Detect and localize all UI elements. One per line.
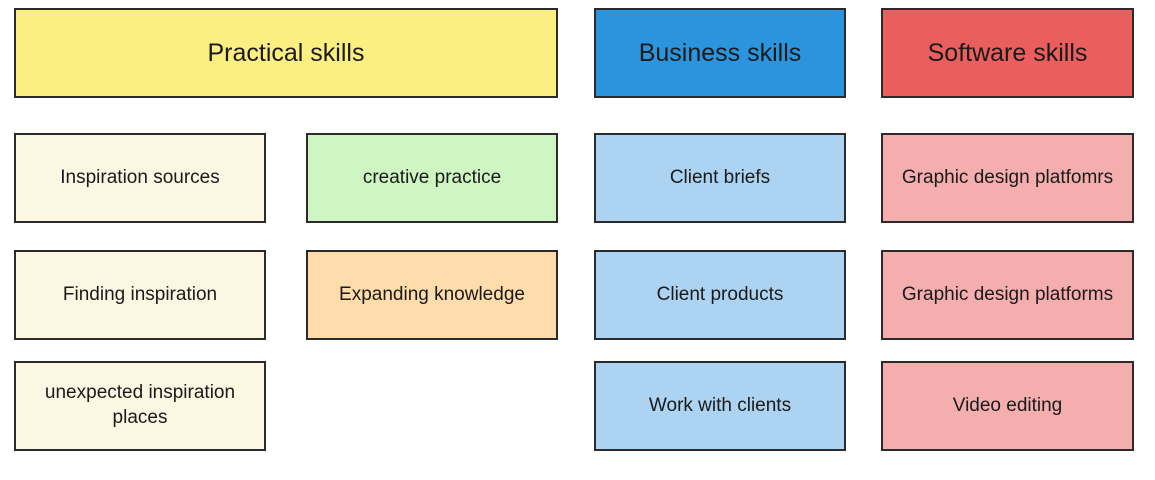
software-skills-header-label: Software skills bbox=[927, 38, 1088, 67]
card-client-briefs[interactable]: Client briefs bbox=[594, 133, 846, 223]
card-unexpected-inspiration-places[interactable]: unexpected inspiration places bbox=[14, 361, 266, 451]
card-video-editing-label: Video editing bbox=[952, 394, 1063, 416]
card-expanding-knowledge-label: Expanding knowledge bbox=[339, 283, 525, 305]
software-skills-header[interactable]: Software skills bbox=[881, 8, 1134, 98]
card-creative-practice-label: creative practice bbox=[362, 166, 502, 188]
card-graphic-design-platfomrs[interactable]: Graphic design platfomrs bbox=[881, 133, 1134, 223]
card-finding-inspiration[interactable]: Finding inspiration bbox=[14, 250, 266, 340]
card-work-with-clients[interactable]: Work with clients bbox=[594, 361, 846, 451]
card-creative-practice[interactable]: creative practice bbox=[306, 133, 558, 223]
business-skills-header-label: Business skills bbox=[638, 38, 802, 67]
card-finding-inspiration-label: Finding inspiration bbox=[62, 283, 218, 305]
card-work-with-clients-label: Work with clients bbox=[648, 394, 792, 416]
card-client-briefs-label: Client briefs bbox=[669, 166, 771, 188]
card-client-products-label: Client products bbox=[656, 283, 784, 305]
card-graphic-design-platforms-label: Graphic design platforms bbox=[901, 283, 1114, 305]
card-unexpected-inspiration-places-label: unexpected inspiration places bbox=[44, 382, 236, 428]
card-inspiration-sources[interactable]: Inspiration sources bbox=[14, 133, 266, 223]
card-graphic-design-platforms[interactable]: Graphic design platforms bbox=[881, 250, 1134, 340]
card-video-editing[interactable]: Video editing bbox=[881, 361, 1134, 451]
practical-skills-header[interactable]: Practical skills bbox=[14, 8, 558, 98]
card-expanding-knowledge[interactable]: Expanding knowledge bbox=[306, 250, 558, 340]
card-client-products[interactable]: Client products bbox=[594, 250, 846, 340]
practical-skills-header-label: Practical skills bbox=[207, 38, 365, 67]
card-inspiration-sources-label: Inspiration sources bbox=[60, 166, 220, 188]
card-graphic-design-platfomrs-label: Graphic design platfomrs bbox=[901, 166, 1114, 188]
business-skills-header[interactable]: Business skills bbox=[594, 8, 846, 98]
